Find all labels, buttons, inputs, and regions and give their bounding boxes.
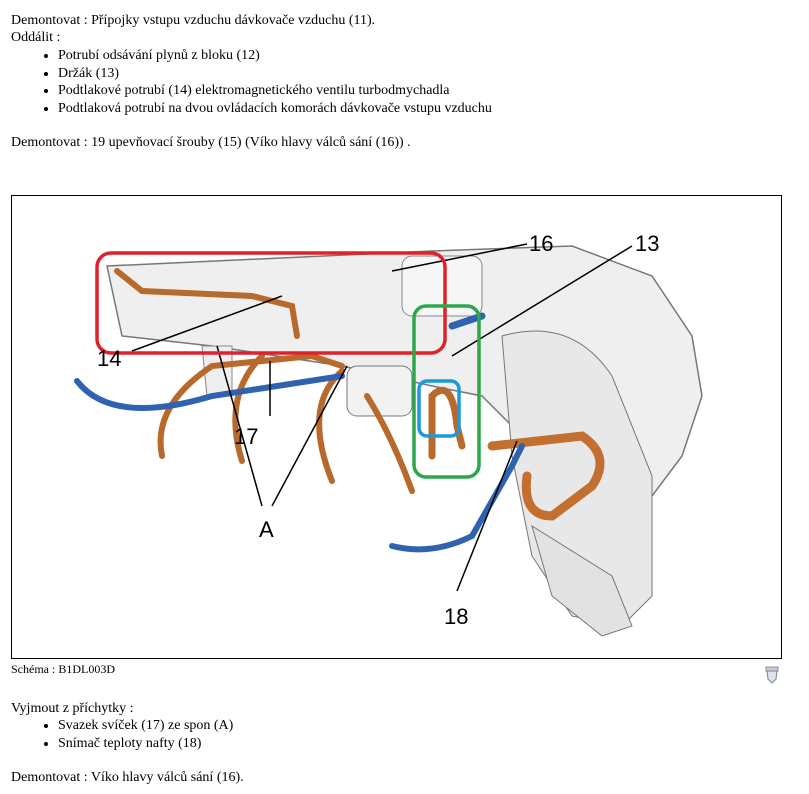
list-item: Držák (13)	[58, 65, 492, 83]
leader-lines	[131, 243, 633, 592]
engine-diagram: 16 13 14 17 A 18	[11, 195, 782, 659]
list-item: Podtlaková potrubí na dvou ovládacích ko…	[58, 100, 492, 118]
move-away-list: Potrubí odsávání plynů z bloku (12) Držá…	[40, 47, 492, 117]
instruction-move-away: Oddálit :	[11, 30, 61, 45]
highlight-red-box	[95, 251, 447, 355]
figure-caption: Schéma : B1DL003D	[11, 662, 115, 676]
intake-manifold-drawing	[106, 245, 703, 637]
highlight-green-box	[412, 304, 481, 479]
list-item: Snímač teploty nafty (18)	[58, 735, 233, 753]
hoses-drawing	[74, 268, 605, 553]
clip-list: Svazek svíček (17) ze spon (A) Snímač te…	[40, 717, 233, 752]
print-icon[interactable]	[764, 666, 780, 684]
label-16: 16	[529, 231, 553, 256]
label-14: 14	[97, 346, 121, 371]
label-17: 17	[234, 424, 258, 449]
instruction-remove-connectors: Demontovat : Přípojky vstupu vzduchu dáv…	[11, 13, 376, 28]
label-A: A	[259, 517, 274, 542]
label-13: 13	[635, 231, 659, 256]
instruction-remove-cover: Demontovat : Víko hlavy válců sání (16).	[11, 770, 244, 785]
instruction-remove-from-clip: Vyjmout z příchytky :	[11, 701, 134, 716]
instruction-remove-screws: Demontovat : 19 upevňovací šrouby (15) (…	[11, 135, 411, 150]
list-item: Podtlakové potrubí (14) elektromagnetick…	[58, 82, 492, 100]
label-18: 18	[444, 604, 468, 629]
list-item: Potrubí odsávání plynů z bloku (12)	[58, 47, 492, 65]
highlight-blue-box	[417, 379, 461, 438]
list-item: Svazek svíček (17) ze spon (A)	[58, 717, 233, 735]
